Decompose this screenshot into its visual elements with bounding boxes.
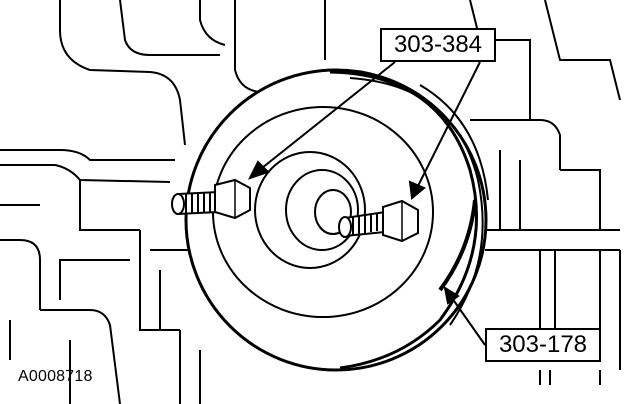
crankshaft-pulley xyxy=(184,68,489,372)
left-bolt xyxy=(171,178,251,220)
tool-number-callout-303-178: 303-178 xyxy=(485,328,601,362)
figure-id-label: A0008718 xyxy=(18,368,93,385)
remover-hub xyxy=(254,151,366,269)
engine-casting-outline xyxy=(0,0,621,404)
leader-lines xyxy=(248,61,486,346)
right-bolt xyxy=(338,199,419,243)
tool-number-callout-303-384: 303-384 xyxy=(380,28,496,62)
